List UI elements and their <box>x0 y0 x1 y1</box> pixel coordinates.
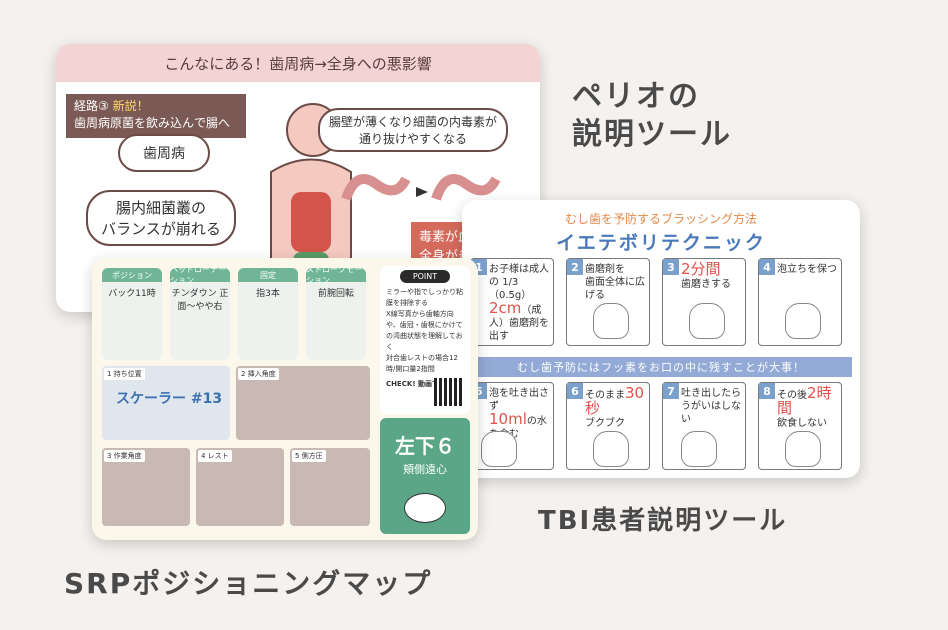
column-text: バック11時 <box>108 289 156 299</box>
srp-label: SRPポジショニングマップ <box>64 567 433 600</box>
step-text: 歯磨剤を歯面全体に広げる <box>585 264 645 301</box>
step-text: 泡立ちを保つ <box>777 264 837 275</box>
column-head: ヘッドローテーション <box>170 265 230 285</box>
tbi-label: TBI患者説明ツール <box>538 506 788 536</box>
perio-label-line1: ペリオの <box>572 79 700 114</box>
step-text: そのまま30秒ブクブク <box>585 384 645 430</box>
step-text: その後2時間飲食しない <box>777 384 832 430</box>
step-text: お子様は成人の 1/3（0.5g）2cm（成人）歯磨剤を出す <box>489 264 549 342</box>
route-prefix: 経路③ <box>74 99 109 113</box>
tbi-title: イエテボリテクニック <box>556 232 766 254</box>
bubble-wall-line2: 通り抜けやすくなる <box>358 132 467 146</box>
srp-tooth-site-box: 左下６ 頬側遠心 <box>380 418 470 534</box>
tbi-step-6: 6 そのまま30秒ブクブク <box>566 382 650 470</box>
tooth-icon <box>785 431 821 467</box>
tbi-step-1: 1 お子様は成人の 1/3（0.5g）2cm（成人）歯磨剤を出す <box>470 258 554 346</box>
column-text: 指3本 <box>256 289 280 299</box>
tooth-icon <box>689 303 725 339</box>
tbi-fluoride-band: むし歯予防にはフッ素をお口の中に残すことが大事！ <box>470 357 852 377</box>
photo-tag: 4 レスト <box>198 450 232 462</box>
intestine-illustration <box>341 174 501 201</box>
tbi-tool-card: むし歯を予防するブラッシング方法 イエテボリテクニック 1 お子様は成人の 1/… <box>462 200 860 478</box>
point-line: 対合歯レストの場合12時/開口量2指間 <box>386 354 458 373</box>
route-line2: 歯周病原菌を飲み込んで腸へ <box>74 116 231 130</box>
column-head: ストロークモーション <box>306 265 366 285</box>
tooth-icon <box>404 493 446 523</box>
tooth-icon <box>681 431 717 467</box>
tbi-step-5: 5 泡を吐き出さず10mlの水を含む <box>470 382 554 470</box>
step-text: 吐き出したらうがいはしない <box>681 388 741 425</box>
step-number: 8 <box>759 383 775 399</box>
srp-tool-card: ポジション バック11時 ヘッドローテーション チンダウン 正面〜やや右 固定 … <box>92 258 478 540</box>
step-number: 3 <box>663 259 679 275</box>
photo-tag: 3 作業角度 <box>104 450 145 462</box>
srp-column-fixation: 固定 指3本 <box>238 268 298 360</box>
srp-photo-3: 3 作業角度 <box>102 448 190 526</box>
qr-code-icon[interactable] <box>434 378 462 406</box>
srp-photo-1: 1 持ち位置 スケーラー #13 <box>102 366 230 440</box>
photo-tag: 2 挿入角度 <box>238 368 279 380</box>
tooth-site: 左下６ <box>395 434 455 458</box>
column-text: チンダウン 正面〜やや右 <box>171 289 229 312</box>
tbi-subtitle: むし歯を予防するブラッシング方法 <box>564 212 757 226</box>
bubble-bacteria: 腸内細菌叢の バランスが崩れる <box>86 190 236 246</box>
perio-label: ペリオの 説明ツール <box>572 78 732 154</box>
srp-column-head-rotation: ヘッドローテーション チンダウン 正面〜やや右 <box>170 265 230 360</box>
bubble-bacteria-line2: バランスが崩れる <box>101 220 221 238</box>
tooth-icon <box>593 303 629 339</box>
tbi-step-3: 3 2分間歯磨きする <box>662 258 746 346</box>
srp-photo-5: 5 側方圧 <box>290 448 370 526</box>
route-new: 新説！ <box>112 99 149 113</box>
tooth-icon <box>785 303 821 339</box>
step-number: 7 <box>663 383 679 399</box>
point-body: ミラーや指でしっかり粘膜を排除する X線写真から歯軸方向や、歯冠・歯根にかけての… <box>380 283 470 394</box>
column-head: 固定 <box>238 268 298 282</box>
srp-photo-4: 4 レスト <box>196 448 284 526</box>
perio-label-line2: 説明ツール <box>572 117 732 152</box>
bubble-intestine-wall: 腸壁が薄くなり細菌の内毒素が 通り抜けやすくなる <box>318 108 508 152</box>
tooth-icon <box>593 431 629 467</box>
perio-header: こんなにある！歯周病→全身への悪影響 <box>56 44 540 82</box>
column-head: ポジション <box>102 268 162 282</box>
check-video: CHECK! 動画で確認 <box>386 380 453 388</box>
bubble-shishu: 歯周病 <box>118 134 210 172</box>
tbi-step-4: 4 泡立ちを保つ <box>758 258 842 346</box>
photo-tag: 5 側方圧 <box>292 450 326 462</box>
tooth-icon <box>481 431 517 467</box>
point-line: ミラーや指でしっかり粘膜を排除する <box>386 288 463 307</box>
step-number: 2 <box>567 259 583 275</box>
perio-route-box: 経路③ 新説！ 歯周病原菌を飲み込んで腸へ <box>66 94 246 138</box>
srp-column-stroke: ストロークモーション 前腕回転 <box>306 265 366 360</box>
step-number: 4 <box>759 259 775 275</box>
point-line: X線写真から歯軸方向や、歯冠・歯根にかけての湾曲状態を理解しておく <box>386 310 463 351</box>
point-head: POINT <box>400 270 450 283</box>
srp-photo-2: 2 挿入角度 <box>236 366 370 440</box>
step-number: 6 <box>567 383 583 399</box>
column-text: 前腕回転 <box>317 289 354 299</box>
tbi-step-2: 2 歯磨剤を歯面全体に広げる <box>566 258 650 346</box>
bubble-shishu-text: 歯周病 <box>143 146 185 162</box>
tooth-surface: 頬側遠心 <box>403 463 447 476</box>
srp-column-position: ポジション バック11時 <box>102 268 162 360</box>
tbi-step-8: 8 その後2時間飲食しない <box>758 382 842 470</box>
scaler-label: スケーラー #13 <box>116 391 223 407</box>
bubble-wall-line1: 腸壁が薄くなり細菌の内毒素が <box>328 115 497 129</box>
photo-tag: 1 持ち位置 <box>104 368 145 380</box>
tbi-step-7: 7 吐き出したらうがいはしない <box>662 382 746 470</box>
step-text: 2分間歯磨きする <box>681 260 731 291</box>
bubble-bacteria-line1: 腸内細菌叢の <box>115 199 206 217</box>
srp-point-box: POINT ミラーや指でしっかり粘膜を排除する X線写真から歯軸方向や、歯冠・歯… <box>380 266 470 414</box>
